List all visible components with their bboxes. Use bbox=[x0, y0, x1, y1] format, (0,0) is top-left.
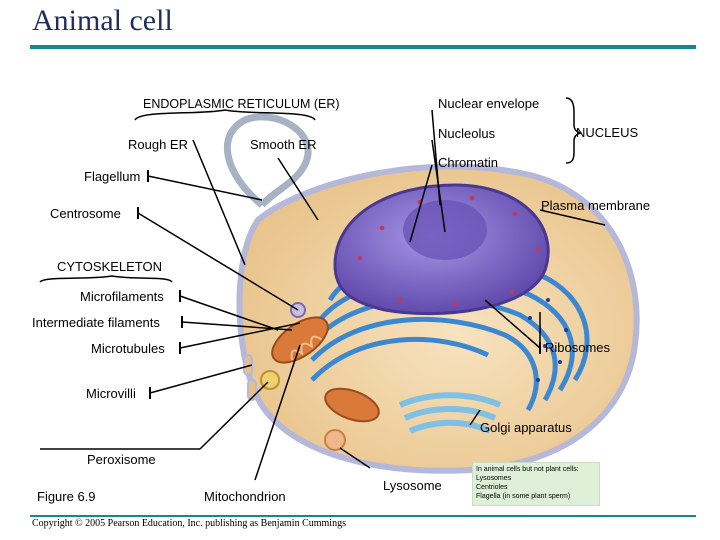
chromatin-label: Chromatin bbox=[438, 155, 498, 170]
flagellum-label: Flagellum bbox=[84, 169, 141, 184]
animal-only-note: In animal cells but not plant cells: Lys… bbox=[472, 462, 600, 506]
microfilaments-label: Microfilaments bbox=[80, 289, 164, 304]
note-heading: In animal cells but not plant cells: bbox=[476, 466, 579, 473]
copyright-notice: Copyright © 2005 Pearson Education, Inc.… bbox=[32, 518, 346, 529]
nucleus-group-label: NUCLEUS bbox=[576, 125, 639, 140]
intermediate-filaments-label: Intermediate filaments bbox=[32, 315, 160, 330]
lysosome bbox=[324, 429, 346, 451]
note-item: Centrioles bbox=[476, 484, 508, 491]
cytoskeleton-group-label: CYTOSKELETON bbox=[57, 259, 162, 274]
mitochondrion bbox=[271, 316, 329, 364]
nucleolus-label: Nucleolus bbox=[438, 126, 496, 141]
mitochondrion-label: Mitochondrion bbox=[204, 489, 286, 504]
ribosomes-label: Ribosomes bbox=[545, 340, 611, 355]
microtubules-label: Microtubules bbox=[91, 341, 165, 356]
note-item: Lysosomes bbox=[476, 475, 512, 482]
lysosome-label: Lysosome bbox=[383, 478, 442, 493]
leader-lines bbox=[40, 109, 606, 481]
bracket-lines bbox=[39, 97, 583, 283]
microvilli-label: Microvilli bbox=[86, 386, 136, 401]
nuclear-envelope-label: Nuclear envelope bbox=[438, 96, 540, 111]
figure-label: Figure 6.9 bbox=[37, 489, 96, 504]
page-title: Animal cell bbox=[32, 4, 173, 37]
note-item: Flagella (in some plant sperm) bbox=[476, 493, 571, 500]
smooth-er-label: Smooth ER bbox=[250, 137, 317, 152]
mitochondrion-2 bbox=[324, 387, 380, 423]
title-rule bbox=[30, 45, 696, 49]
footer-rule bbox=[30, 515, 696, 517]
centrosome-label: Centrosome bbox=[50, 206, 121, 221]
plasma-membrane-label: Plasma membrane bbox=[541, 198, 651, 213]
er-group-label: ENDOPLASMIC RETICULUM (ER) bbox=[143, 97, 340, 111]
rough-er-label: Rough ER bbox=[128, 137, 188, 152]
flagellum bbox=[223, 113, 312, 208]
peroxisome-label: Peroxisome bbox=[87, 452, 156, 467]
golgi-apparatus bbox=[398, 392, 502, 434]
golgi-apparatus-label: Golgi apparatus bbox=[480, 420, 572, 435]
